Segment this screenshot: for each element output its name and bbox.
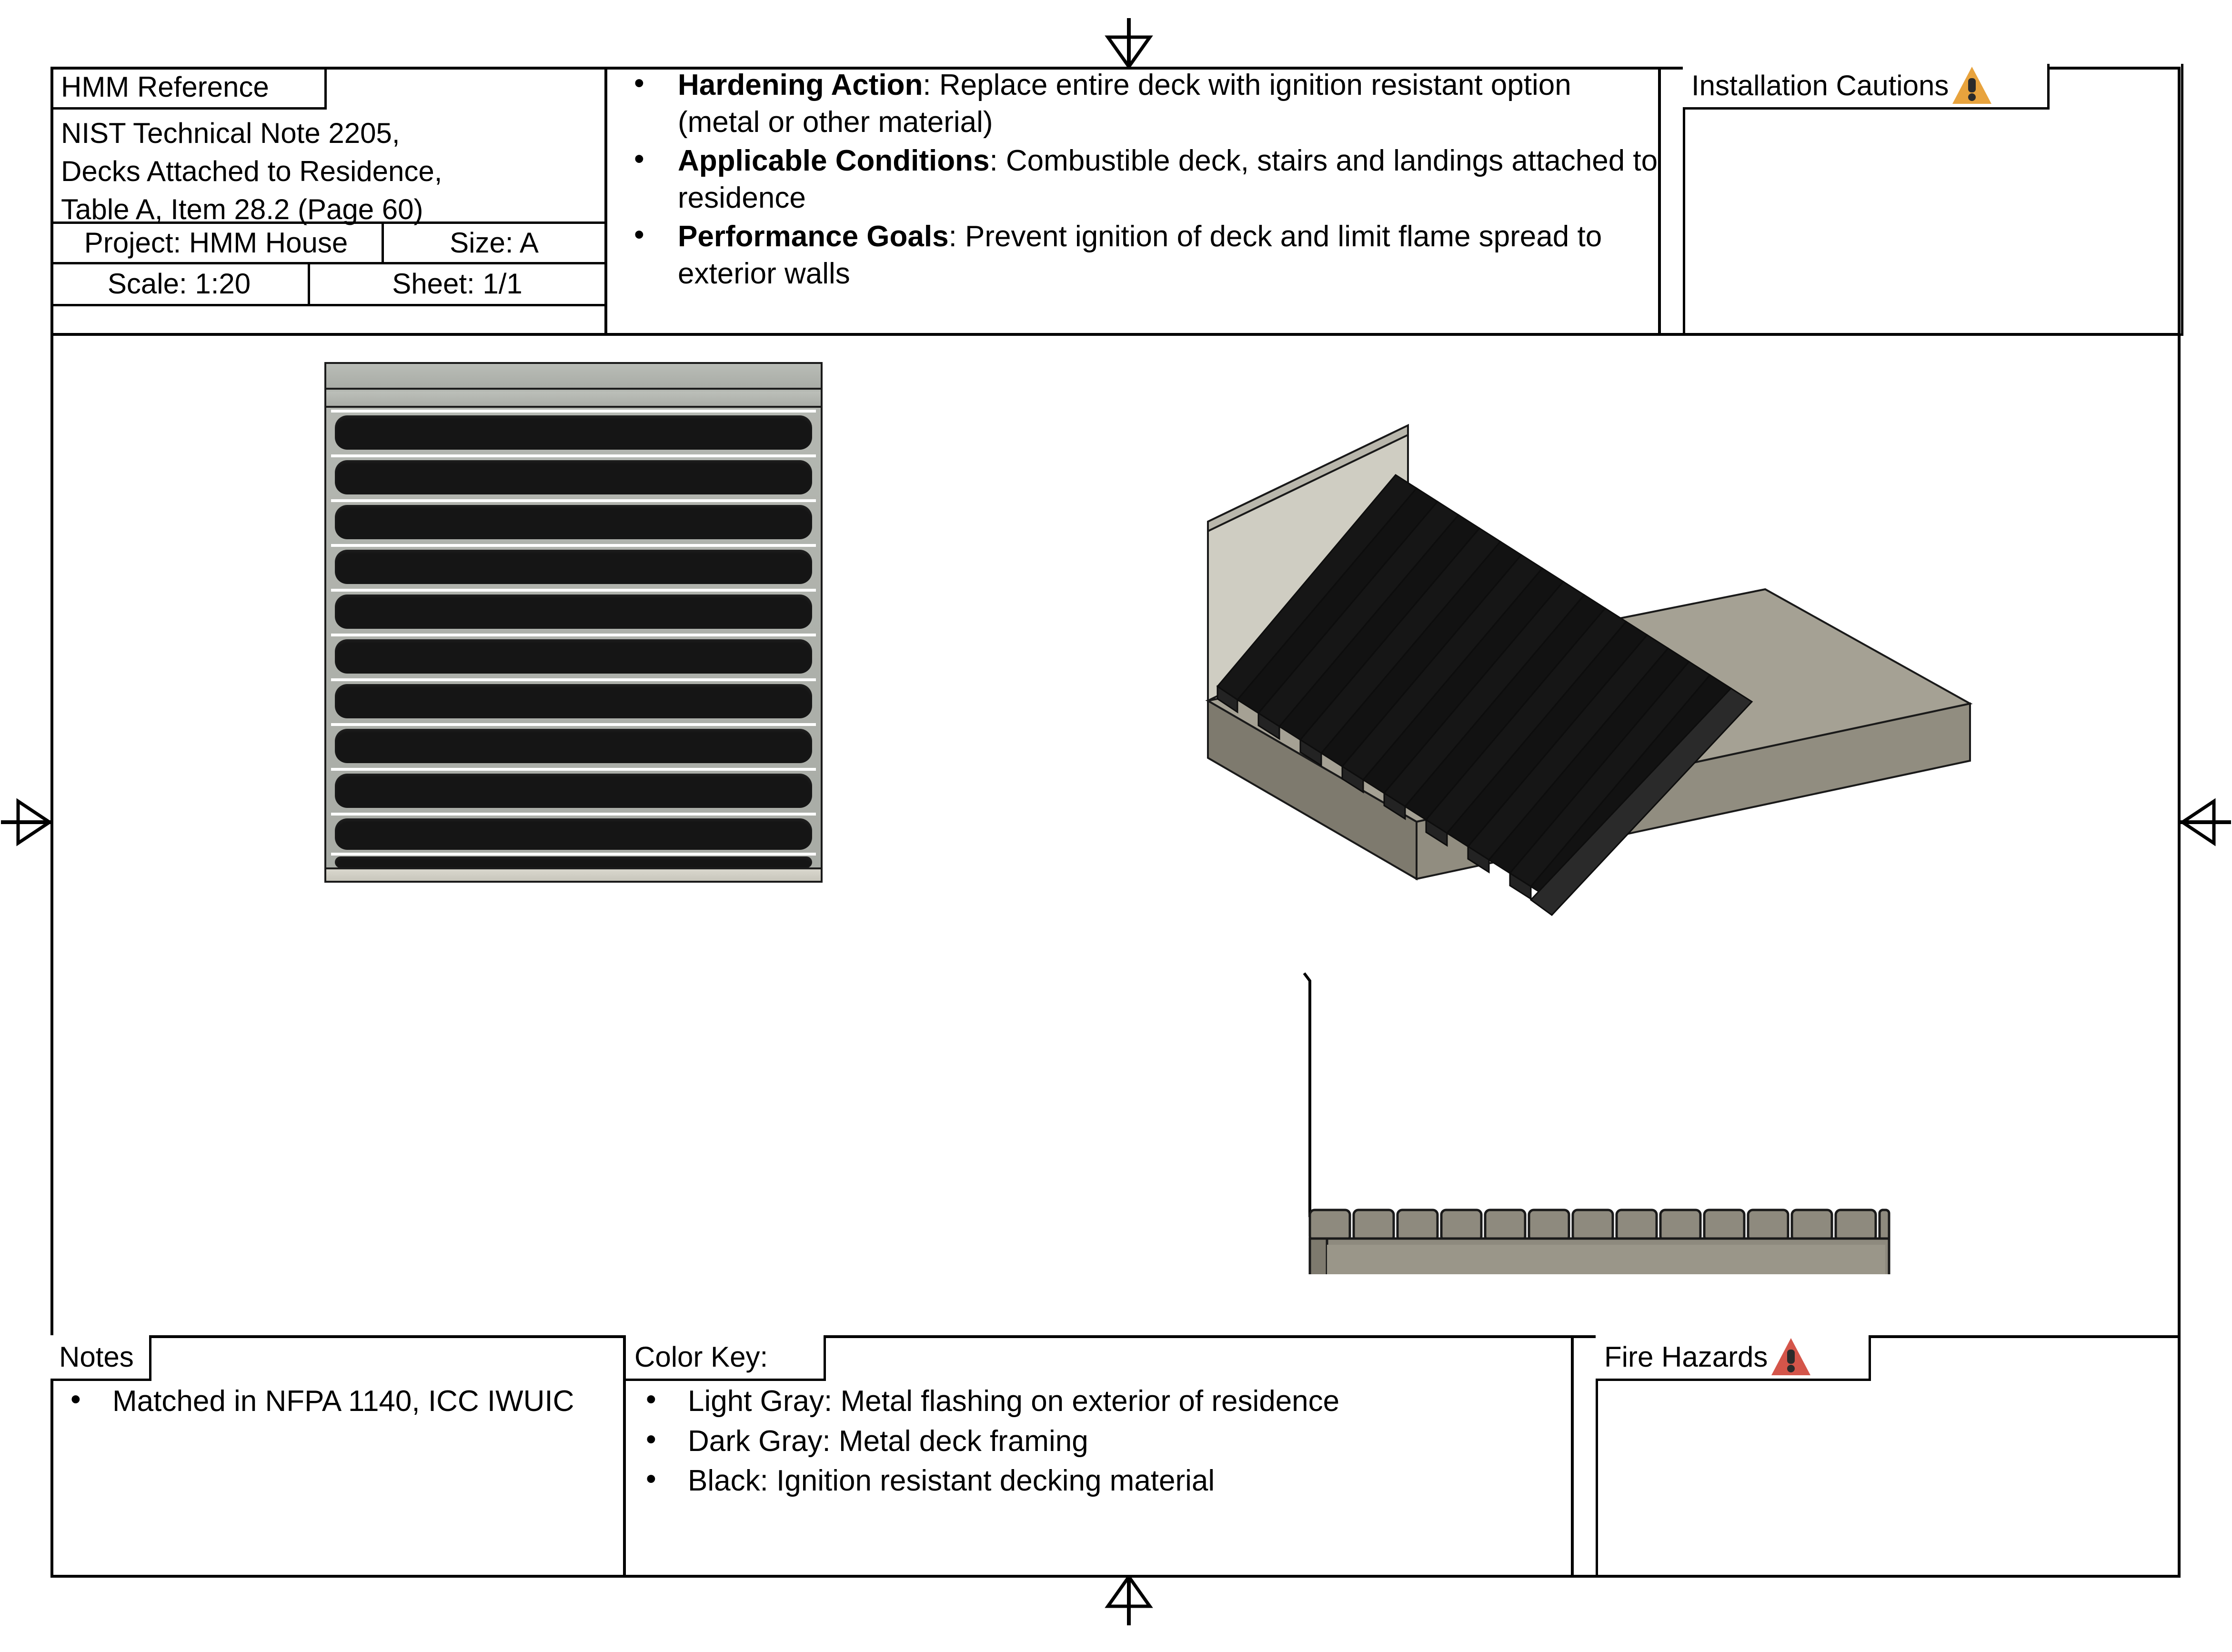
plan-gap bbox=[331, 410, 816, 413]
color-key-item-dark-gray: Dark Gray: Metal deck framing bbox=[626, 1421, 1571, 1460]
spec-item-performance-goals: Performance Goals: Prevent ignition of d… bbox=[607, 216, 1658, 292]
reference-line-2: Decks Attached to Residence, bbox=[61, 155, 442, 187]
deck-elevation-view bbox=[1298, 969, 1918, 1274]
reference-line-1: NIST Technical Note 2205, bbox=[61, 117, 400, 149]
scale-value: Scale: 1:20 bbox=[107, 268, 251, 300]
fire-hazards-tag: Fire Hazards bbox=[1596, 1335, 1871, 1381]
centering-mark-right bbox=[2175, 794, 2232, 851]
color-key-body: Light Gray: Metal flashing on exterior o… bbox=[626, 1381, 1571, 1502]
warning-triangle-icon bbox=[1951, 66, 1992, 106]
fire-hazards-left-rule bbox=[1596, 1335, 1598, 1578]
fire-hazards-panel: Fire Hazards bbox=[1574, 1335, 2181, 1578]
scale-row: Scale: 1:20 Sheet: 1/1 bbox=[50, 264, 604, 306]
sheet-value: Sheet: 1/1 bbox=[392, 268, 523, 300]
plan-board bbox=[335, 774, 812, 808]
footer-divider-2 bbox=[1571, 1335, 1574, 1578]
color-key-item-light-gray: Light Gray: Metal flashing on exterior o… bbox=[626, 1381, 1571, 1420]
iso-deck-board-ends bbox=[1217, 685, 1532, 900]
plan-gap bbox=[331, 454, 816, 457]
plan-gap bbox=[331, 589, 816, 592]
plan-gap bbox=[331, 544, 816, 547]
iso-deck-edge-trim bbox=[1529, 687, 1753, 916]
plan-gap bbox=[331, 499, 816, 502]
centering-mark-left bbox=[0, 794, 57, 851]
elev-beam-left-end bbox=[1308, 1237, 1328, 1274]
color-key-label: Color Key: bbox=[634, 1341, 768, 1373]
sheet-cell: Sheet: 1/1 bbox=[310, 264, 604, 304]
hmm-reference-tag: HMM Reference bbox=[50, 67, 327, 110]
notes-item: Matched in NFPA 1140, ICC IWUIC bbox=[50, 1381, 623, 1420]
iso-wall-top-edge bbox=[1207, 423, 1409, 533]
plan-board bbox=[335, 415, 812, 450]
project-value: Project: HMM House bbox=[84, 226, 348, 259]
footer-band: Notes Matched in NFPA 1140, ICC IWUIC Co… bbox=[50, 1335, 2181, 1578]
deck-isometric-view bbox=[1203, 422, 2003, 946]
plan-board bbox=[335, 460, 812, 494]
header-divider-2 bbox=[1658, 67, 1661, 336]
plan-rim-band bbox=[326, 867, 821, 881]
spec-label: Performance Goals bbox=[678, 220, 949, 253]
installation-cautions-label: Installation Cautions bbox=[1691, 70, 1949, 101]
spec-label: Hardening Action bbox=[678, 69, 923, 101]
centering-mark-top bbox=[1100, 11, 1157, 69]
scale-cell: Scale: 1:20 bbox=[50, 264, 310, 304]
hmm-reference-label: HMM Reference bbox=[61, 71, 269, 103]
spec-item-applicable-conditions: Applicable Conditions: Combustible deck,… bbox=[607, 141, 1658, 216]
header-band: HMM Reference NIST Technical Note 2205, … bbox=[50, 64, 2183, 336]
project-cell: Project: HMM House bbox=[50, 224, 384, 262]
size-value: Size: A bbox=[450, 226, 539, 259]
plan-board bbox=[335, 684, 812, 718]
warning-triangle-icon bbox=[1770, 1337, 1811, 1377]
footer-divider-1 bbox=[623, 1335, 626, 1578]
color-key-item-black: Black: Ignition resistant decking materi… bbox=[626, 1461, 1571, 1500]
drawing-area bbox=[50, 336, 2181, 1335]
fire-hazards-label: Fire Hazards bbox=[1604, 1341, 1768, 1373]
color-key-tag: Color Key: bbox=[626, 1335, 826, 1381]
spec-text: : Combustible deck, stairs and landings … bbox=[678, 144, 1658, 214]
notes-body: Matched in NFPA 1140, ICC IWUIC bbox=[50, 1381, 623, 1423]
notes-label: Notes bbox=[59, 1341, 134, 1373]
notes-tag: Notes bbox=[50, 1335, 151, 1381]
deck-plan-view bbox=[324, 362, 823, 883]
centering-mark-bottom bbox=[1100, 1575, 1157, 1632]
plan-gap bbox=[331, 678, 816, 681]
specifications-panel: Hardening Action: Replace entire deck wi… bbox=[607, 65, 1658, 336]
plan-gap bbox=[331, 853, 816, 856]
plan-ledger-band bbox=[326, 392, 821, 408]
notes-panel: Notes Matched in NFPA 1140, ICC IWUIC bbox=[50, 1335, 623, 1578]
plan-gap bbox=[331, 813, 816, 816]
spec-text: : Prevent ignition of deck and limit fla… bbox=[678, 220, 1602, 290]
plan-board bbox=[335, 594, 812, 629]
plan-board bbox=[335, 856, 812, 868]
header-bottom-rule bbox=[50, 333, 2181, 336]
plan-board bbox=[335, 818, 812, 850]
plan-gap bbox=[331, 634, 816, 636]
size-cell: Size: A bbox=[384, 224, 604, 262]
hmm-reference-body: NIST Technical Note 2205, Decks Attached… bbox=[61, 114, 594, 228]
plan-board bbox=[335, 639, 812, 674]
header-divider-1 bbox=[604, 67, 607, 336]
spec-label: Applicable Conditions bbox=[678, 144, 990, 177]
project-row: Project: HMM House Size: A bbox=[50, 222, 604, 264]
plan-board bbox=[335, 729, 812, 763]
plan-board bbox=[335, 550, 812, 584]
color-key-panel: Color Key: Light Gray: Metal flashing on… bbox=[626, 1335, 1571, 1578]
plan-board bbox=[335, 505, 812, 539]
elev-beam-inner-face bbox=[1327, 1245, 1885, 1274]
spec-text: : Replace entire deck with ignition resi… bbox=[678, 69, 1571, 139]
reference-line-3: Table A, Item 28.2 (Page 60) bbox=[61, 193, 423, 225]
installation-cautions-tag: Installation Cautions bbox=[1683, 64, 2050, 110]
plan-gap bbox=[331, 723, 816, 726]
elev-wall-line bbox=[1303, 972, 1311, 1217]
iso-deck-boards bbox=[1216, 474, 1732, 901]
installation-cautions-panel: Installation Cautions bbox=[1661, 64, 2183, 336]
plan-gap bbox=[331, 768, 816, 771]
title-block: HMM Reference NIST Technical Note 2205, … bbox=[50, 67, 604, 336]
elev-joists bbox=[1308, 1209, 1890, 1242]
plan-flashing-band bbox=[326, 364, 821, 390]
spec-item-hardening-action: Hardening Action: Replace entire deck wi… bbox=[607, 65, 1658, 141]
footer-top-rule bbox=[50, 1335, 2181, 1338]
